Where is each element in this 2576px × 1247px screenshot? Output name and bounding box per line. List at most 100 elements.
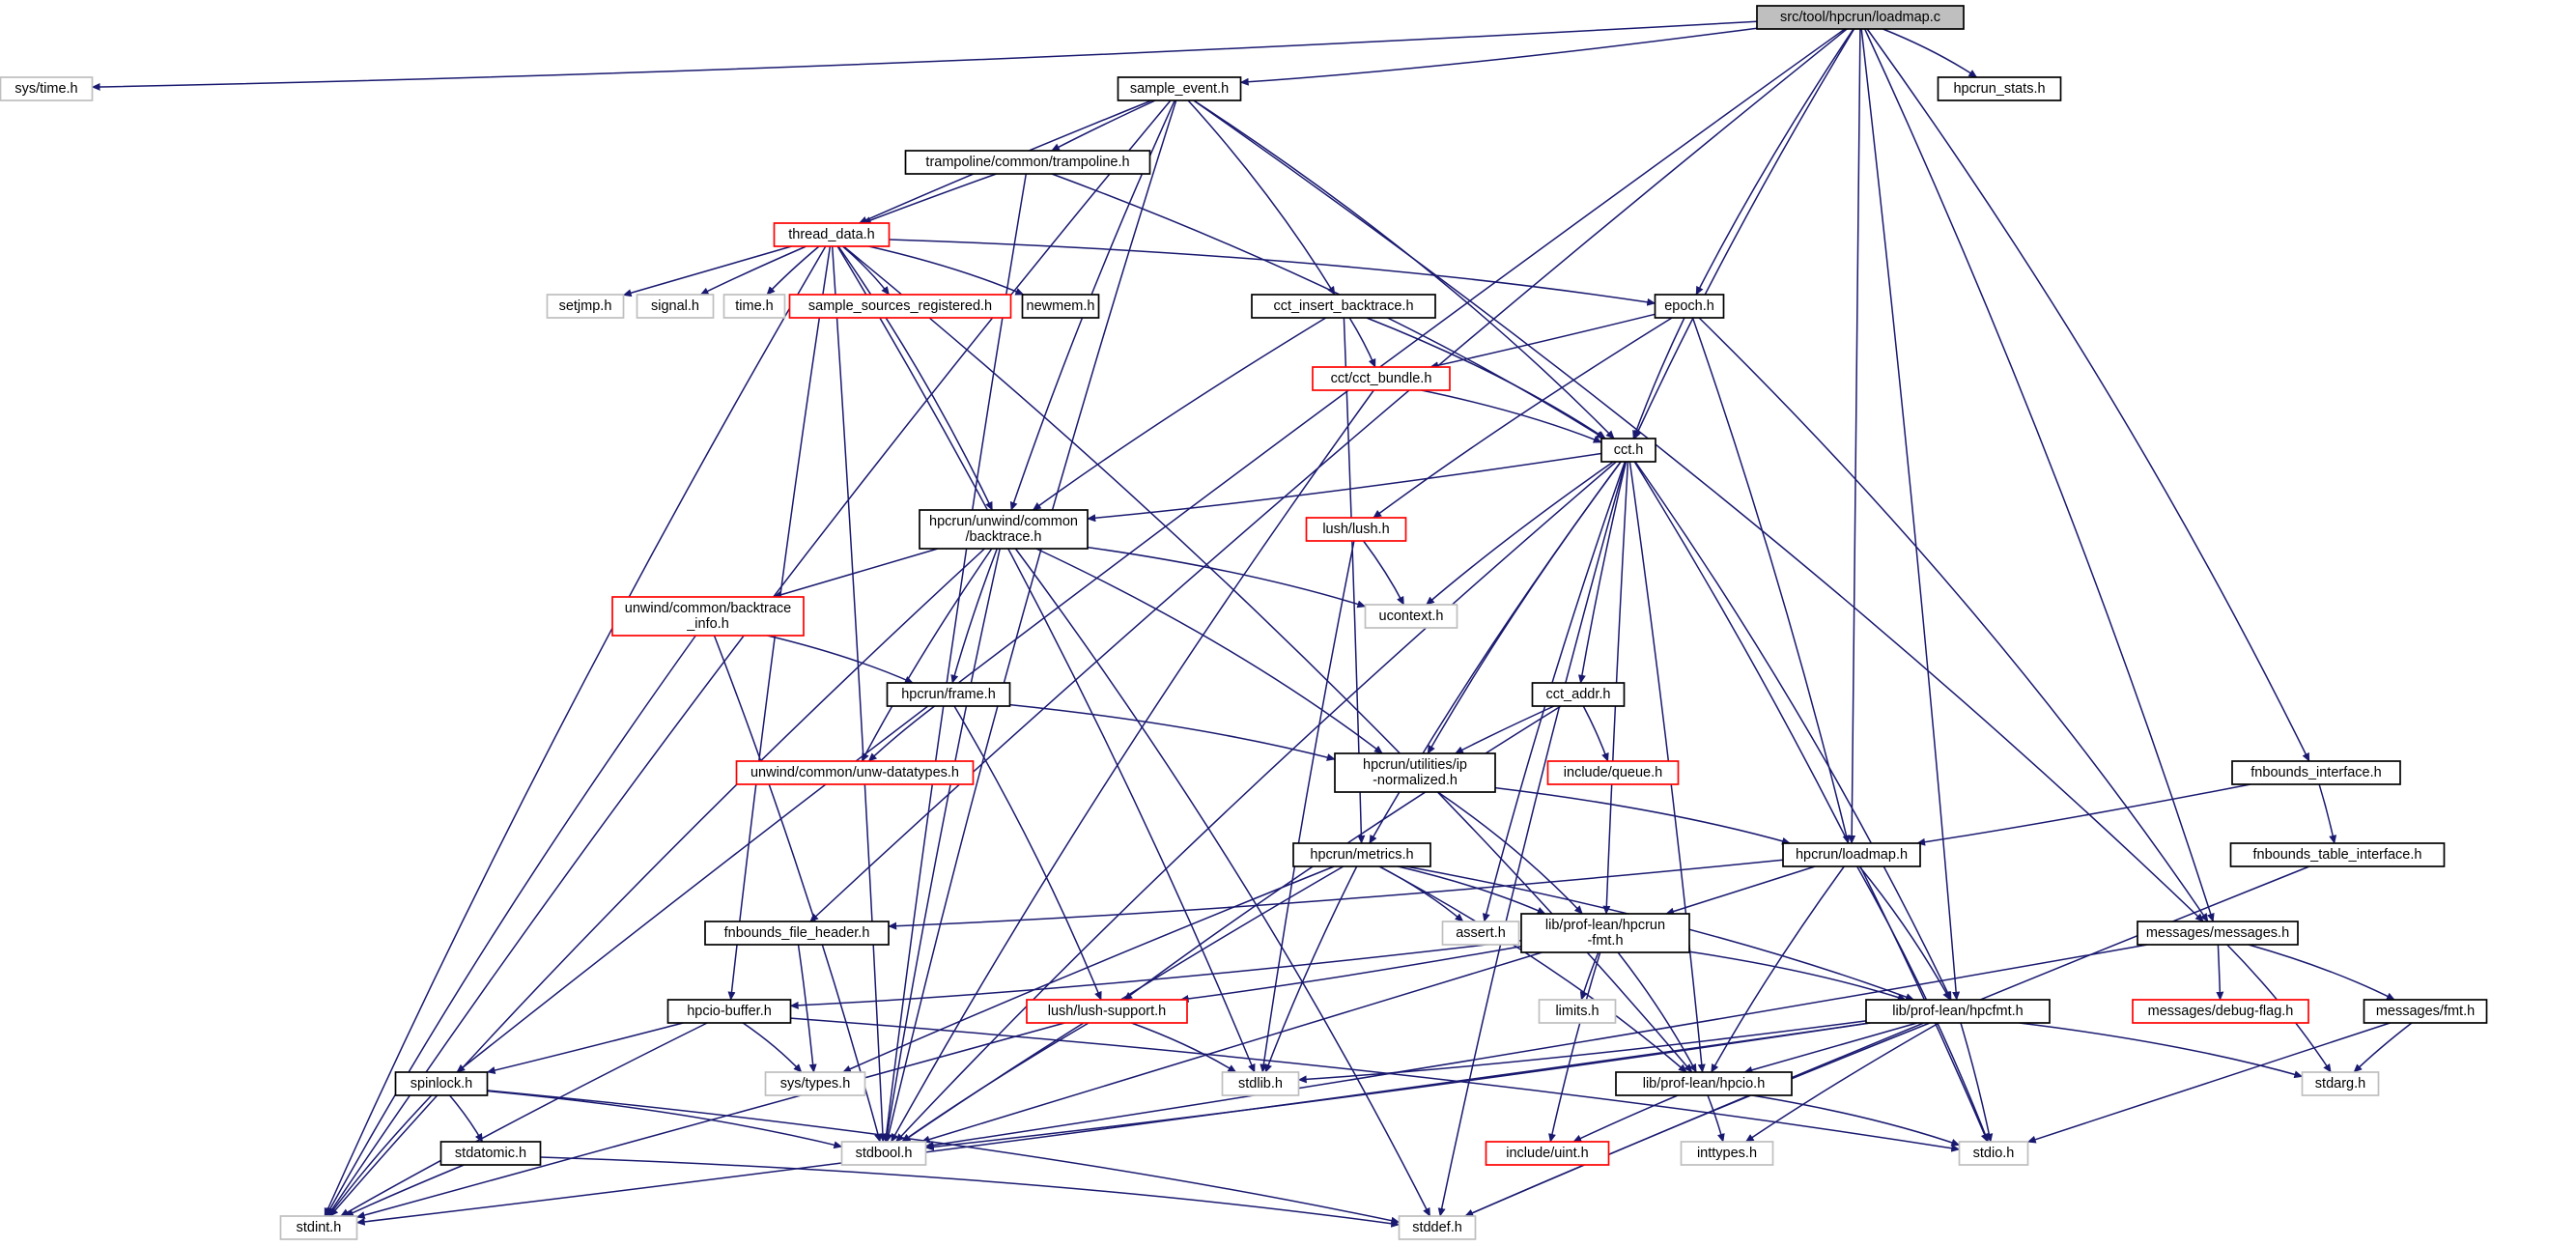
node-stdint: stdint.h [279,1215,358,1240]
node-assert: assert.h [1441,921,1520,946]
node-signal: signal.h [636,294,715,319]
edge-cct-to-stddef [1437,461,1627,1217]
node-hpcrun_stats[interactable]: hpcrun_stats.h [1937,76,2062,101]
node-hpcio[interactable]: lib/prof-lean/hpcio.h [1615,1071,1793,1096]
node-frame[interactable]: hpcrun/frame.h [886,682,1011,707]
node-label-cct_bundle: cct/cct_bundle.h [1331,371,1432,386]
node-label-hpcrun_fmt-line2: -fmt.h [1587,933,1623,949]
node-sys_time: sys/time.h [0,76,94,101]
node-label-hpcfmt: lib/prof-lean/hpcfmt.h [1892,1004,2023,1019]
node-messages[interactable]: messages/messages.h [2137,921,2299,946]
edge-cct_insert-to-cct_bundle [1348,317,1376,368]
node-cct_insert[interactable]: cct_insert_backtrace.h [1251,294,1436,319]
node-spinlock[interactable]: spinlock.h [394,1071,489,1096]
node-newmem[interactable]: newmem.h [1021,294,1100,319]
edge-hpcio-to-inttypes [1707,1094,1725,1143]
edge-frame-to-unw_datatypes [867,705,936,762]
node-trampoline[interactable]: trampoline/common/trampoline.h [904,150,1151,175]
node-label-spinlock: spinlock.h [410,1076,472,1091]
node-stdatomic[interactable]: stdatomic.h [439,1141,542,1166]
node-backtrace[interactable]: hpcrun/unwind/common/backtrace.h [919,509,1089,550]
edge-backtrace-to-stdint [329,548,985,1217]
node-uint[interactable]: include/uint.h [1485,1141,1610,1166]
node-cct[interactable]: cct.h [1600,438,1656,463]
node-fnbounds_if[interactable]: fnbounds_interface.h [2231,760,2401,785]
edge-backtrace-to-stdbool [883,548,1001,1143]
node-label-cct: cct.h [1614,442,1644,458]
edge-sample_event-to-cct_insert [1187,99,1336,296]
edge-root-to-fnbounds_if [1866,28,2310,762]
node-label-metrics: hpcrun/metrics.h [1310,847,1413,863]
edge-thread_data-to-signal [699,245,807,296]
edge-hpcfmt-to-stdbool [924,1022,1871,1151]
node-hpcio_buffer[interactable]: hpcio-buffer.h [666,999,792,1024]
edge-cct-to-hpcfmt [1634,461,1952,1001]
node-label-setjmp: setjmp.h [559,298,612,314]
node-queue[interactable]: include/queue.h [1546,760,1680,785]
node-box-stdatomic [439,1141,542,1166]
edge-messages-to-msg_fmt [2248,944,2395,1001]
node-box-fnbounds_tbl [2229,842,2446,867]
node-box-spinlock [394,1071,489,1096]
node-label-cct_insert: cct_insert_backtrace.h [1273,298,1413,314]
node-cct_addr[interactable]: cct_addr.h [1531,682,1626,707]
node-box-newmem [1021,294,1100,319]
node-thread_data[interactable]: thread_data.h [773,222,891,247]
node-box-sys_types [764,1071,866,1096]
edge-cct-to-backtrace [1087,452,1602,523]
node-stdlib: stdlib.h [1221,1071,1300,1096]
node-debug_flag[interactable]: messages/debug-flag.h [2132,999,2309,1024]
node-ucontext: ucontext.h [1364,604,1458,629]
node-bt_info[interactable]: unwind/common/backtrace_info.h [611,596,805,637]
node-lush[interactable]: lush/lush.h [1305,517,1407,542]
edge-spinlock-to-stdatomic [448,1094,484,1143]
edge-lush-to-ucontext [1363,540,1405,606]
edge-hpcio_buffer-to-sys_types [742,1022,803,1073]
node-label-hpcio: lib/prof-lean/hpcio.h [1643,1076,1766,1091]
edge-lush_support-to-stdlib [1131,1022,1237,1073]
node-box-bt_info [611,596,805,637]
edge-sample_event-to-trampoline [1051,99,1156,152]
node-hpcrun_fmt[interactable]: lib/prof-lean/hpcrun-fmt.h [1520,913,1690,953]
edge-hpcfmt-to-stdint [355,1022,1871,1226]
node-label-thread_data: thread_data.h [788,227,875,242]
edge-ip_norm-to-hpcrun_fmt [1437,791,1583,915]
edge-hpcrun_fmt-to-uint [1548,951,1601,1143]
node-unw_datatypes[interactable]: unwind/common/unw-datatypes.h [735,760,975,785]
node-box-sys_time [0,76,94,101]
node-ip_norm[interactable]: hpcrun/utilities/ip-normalized.h [1334,752,1496,793]
edge-messages-to-debug_flag [2216,944,2224,1001]
node-label-epoch: epoch.h [1664,298,1714,314]
edge-spinlock-to-stdbool [487,1090,843,1149]
node-sample_sources[interactable]: sample_sources_registered.h [788,294,1012,319]
node-root[interactable]: src/tool/hpcrun/loadmap.c [1756,5,1965,30]
node-fnb_file[interactable]: fnbounds_file_header.h [704,921,890,946]
node-cct_bundle[interactable]: cct/cct_bundle.h [1312,366,1451,391]
edge-lush_support-to-stdint [355,1022,1065,1219]
edge-cct-to-cct_addr [1577,461,1628,684]
edge-frame-to-lush_support [953,705,1102,1001]
node-hpcfmt[interactable]: lib/prof-lean/hpcfmt.h [1865,999,2051,1024]
node-box-setjmp [546,294,625,319]
node-stdbool: stdbool.h [840,1141,927,1166]
node-sample_event[interactable]: sample_event.h [1117,76,1242,101]
node-msg_fmt[interactable]: messages/fmt.h [2363,999,2488,1024]
edge-hpcio-to-uint [1572,1094,1679,1143]
edge-hpcio_buffer-to-stdint [340,1022,708,1217]
edge-root-to-spinlock [456,28,1846,1073]
edge-metrics-to-sys_types [841,865,1335,1073]
node-box-sample_event [1117,76,1242,101]
node-box-assert [1441,921,1520,946]
node-loadmap_h[interactable]: hpcrun/loadmap.h [1782,842,1921,867]
node-stddef: stddef.h [1398,1215,1477,1240]
node-label-backtrace-line2: /backtrace.h [966,529,1042,545]
edge-hpcrun_fmt-to-hpcfmt [1688,950,1907,1002]
edge-backtrace-to-ip_norm [1035,548,1383,754]
edge-messages-to-stdbool [924,944,2148,1149]
edge-cct_addr-to-queue [1582,705,1609,762]
node-metrics[interactable]: hpcrun/metrics.h [1292,842,1431,867]
node-fnbounds_tbl[interactable]: fnbounds_table_interface.h [2229,842,2446,867]
node-epoch[interactable]: epoch.h [1654,294,1725,319]
node-lush_support[interactable]: lush/lush-support.h [1026,999,1188,1024]
node-box-trampoline [904,150,1151,175]
